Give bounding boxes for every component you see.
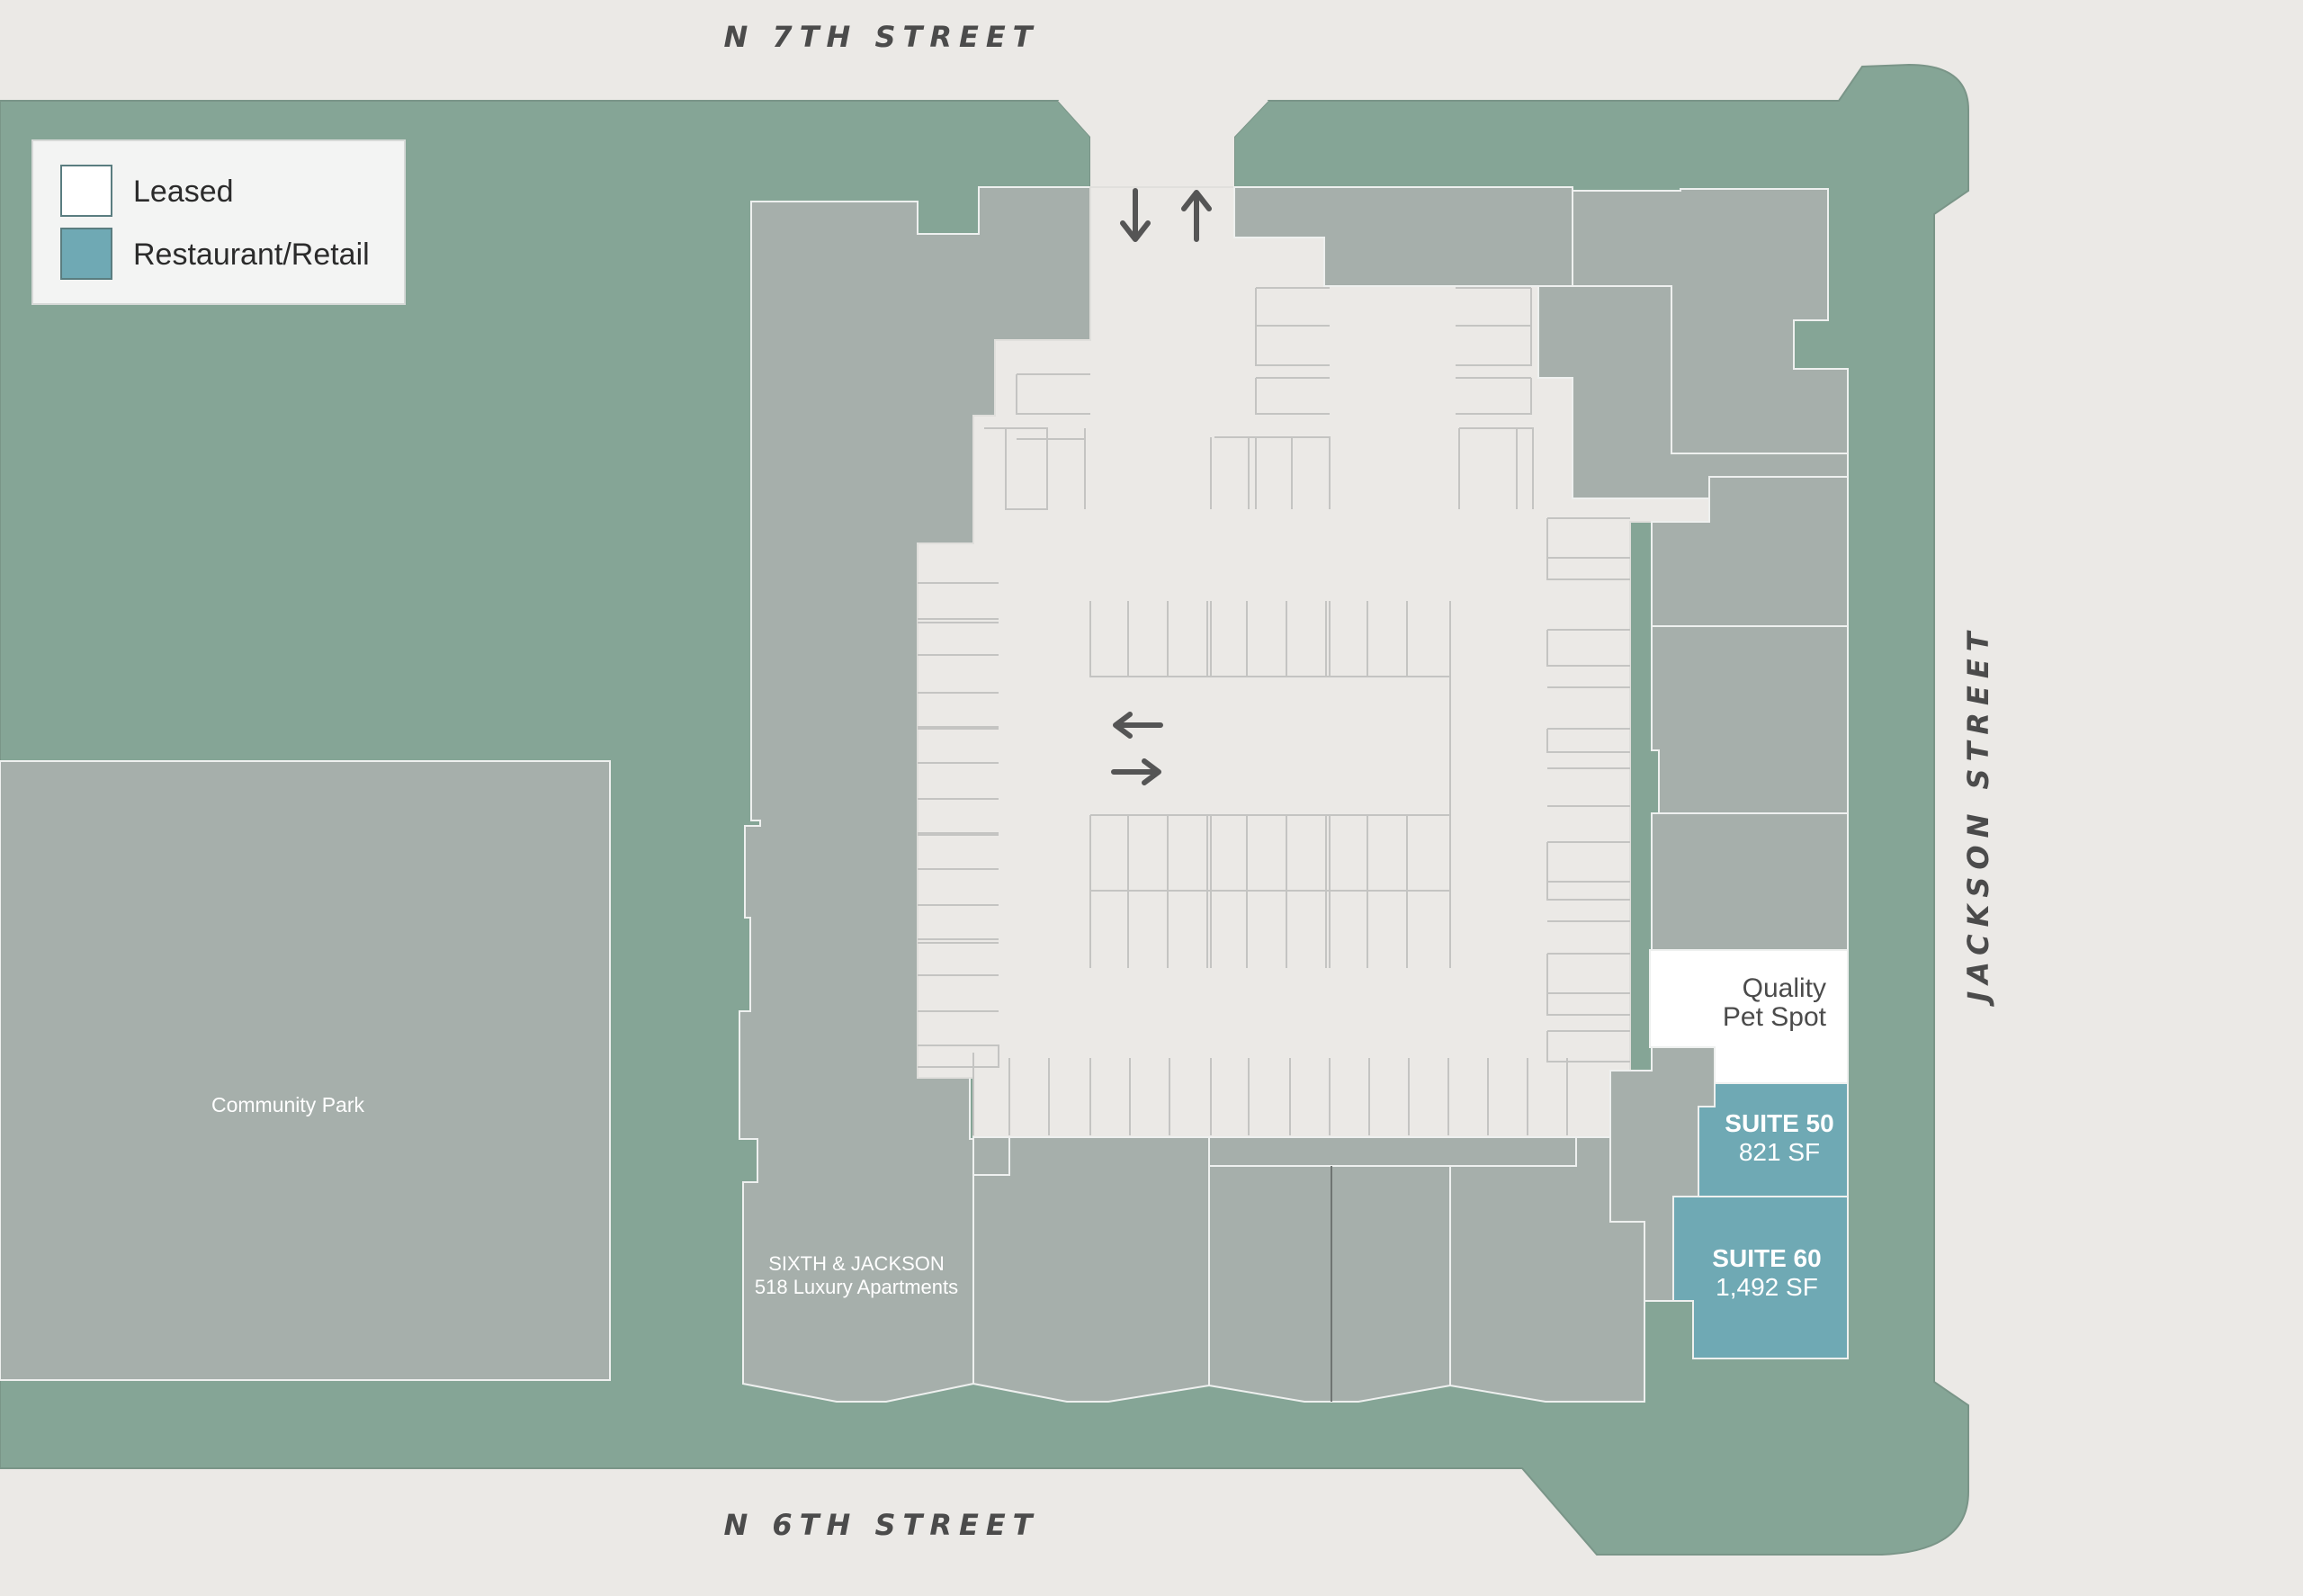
unit-label-suite-50-name: SUITE 50 — [1725, 1109, 1833, 1137]
unit-label-suite-60-name: SUITE 60 — [1712, 1244, 1821, 1272]
legend: Leased Restaurant/Retail — [31, 139, 406, 305]
arrow-up-icon — [1181, 190, 1212, 242]
unit-suite-60[interactable] — [1672, 1196, 1849, 1359]
building-south-4 — [1331, 1165, 1451, 1403]
parking-stalls — [918, 287, 1630, 1135]
building-east-3 — [1651, 812, 1849, 951]
legend-label-leased: Leased — [133, 175, 234, 209]
park-label: Community Park — [211, 1093, 364, 1116]
apartments-label-name: SIXTH & JACKSON — [768, 1252, 945, 1275]
legend-label-retail: Restaurant/Retail — [133, 238, 370, 272]
building-south-2 — [1208, 1136, 1577, 1167]
arrow-down-icon — [1120, 188, 1151, 242]
building-east-2 — [1651, 625, 1849, 814]
legend-swatch-retail — [60, 228, 112, 280]
building-south-5 — [1449, 1136, 1645, 1403]
building-south-3 — [1208, 1165, 1332, 1403]
arrow-left-icon — [1113, 712, 1163, 739]
entry-arrows — [1120, 188, 1212, 242]
apartments-label-units: 518 Luxury Apartments — [755, 1276, 958, 1298]
building-south-1 — [972, 1136, 1210, 1403]
street-label-north: N 7TH STREET — [724, 20, 1040, 54]
legend-swatch-leased — [60, 165, 112, 217]
unit-label-pet-spot-1: Quality — [1743, 973, 1826, 1003]
street-label-east: JACKSON STREET — [1961, 624, 1995, 1007]
arrow-right-icon — [1111, 758, 1161, 785]
unit-label-suite-50-size: 821 SF — [1739, 1138, 1820, 1166]
street-label-south: N 6TH STREET — [724, 1508, 1040, 1542]
unit-label-suite-60-size: 1,492 SF — [1716, 1273, 1818, 1301]
lot-arrows — [1111, 712, 1163, 785]
unit-label-pet-spot-2: Pet Spot — [1723, 1002, 1827, 1032]
parking-notch — [972, 1136, 1010, 1176]
community-park — [0, 760, 611, 1381]
building-ne-1 — [1233, 186, 1573, 287]
